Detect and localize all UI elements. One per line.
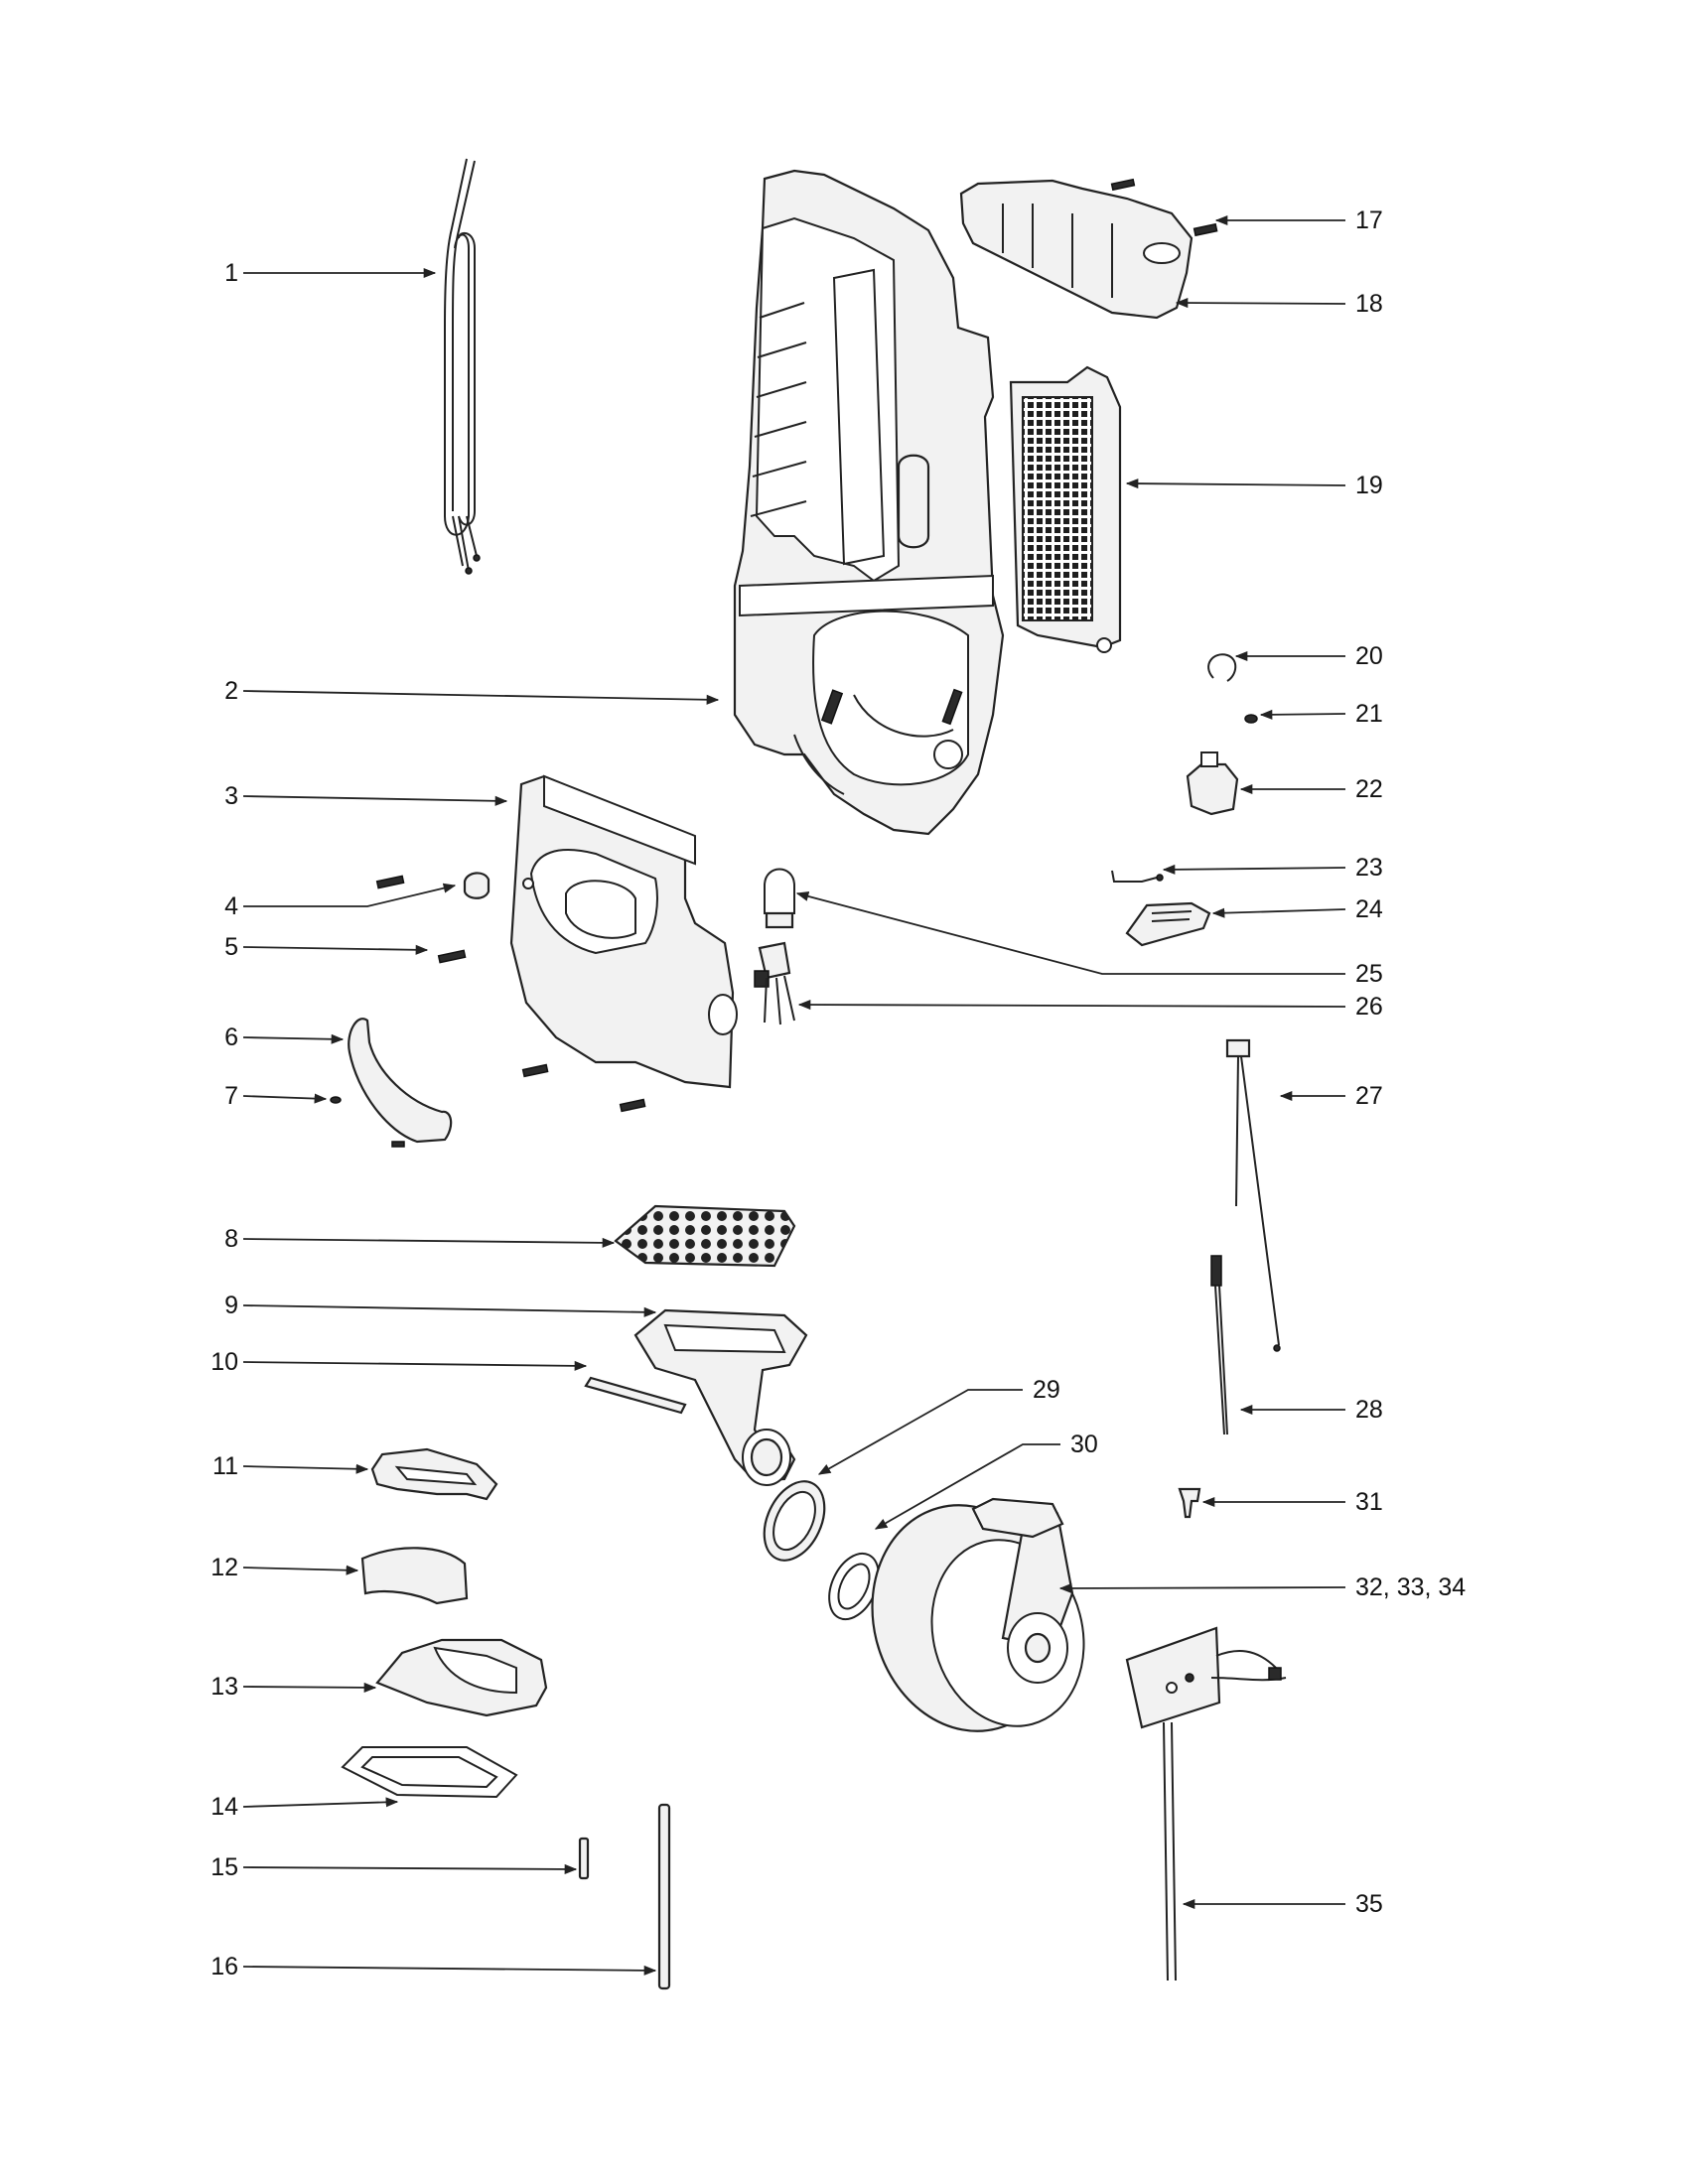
callout-10: 10 — [210, 1348, 588, 1376]
part-25-26-bulb-socket — [754, 868, 795, 1025]
callout-14-label: 14 — [210, 1793, 238, 1821]
part-2-main-housing — [733, 169, 1005, 836]
part-9-tray — [633, 1308, 808, 1486]
part-29-30-gaskets — [763, 1480, 880, 1621]
callout-13-label: 13 — [210, 1673, 238, 1701]
callout-29: 29 — [817, 1376, 1060, 1475]
callout-20-label: 20 — [1355, 642, 1383, 670]
callout-24-label: 24 — [1355, 895, 1383, 923]
callout-20: 20 — [1234, 642, 1383, 670]
callout-26: 26 — [797, 993, 1383, 1021]
callout-6: 6 — [224, 1024, 345, 1051]
callout-1-label: 1 — [224, 259, 238, 287]
callout-13: 13 — [210, 1673, 377, 1701]
callout-10-label: 10 — [210, 1348, 238, 1376]
callout-labels: 1 2 3 4 5 6 7 8 9 10 11 12 13 14 15 16 1… — [210, 206, 1466, 1980]
callout-16: 16 — [210, 1953, 657, 1980]
callout-15: 15 — [210, 1853, 578, 1881]
part-3-side-cover — [509, 774, 738, 1089]
callout-35: 35 — [1182, 1890, 1383, 1918]
callout-2: 2 — [224, 677, 720, 705]
callout-32-33-34: 32, 33, 34 — [1058, 1573, 1466, 1601]
callout-9: 9 — [224, 1292, 657, 1319]
callout-23: 23 — [1162, 854, 1383, 882]
part-15-16-pins — [578, 1803, 671, 1990]
callout-16-label: 16 — [210, 1953, 238, 1980]
part-4-5-screws — [375, 872, 646, 1113]
callout-2-label: 2 — [224, 677, 238, 705]
callout-7: 7 — [224, 1082, 328, 1110]
callout-22: 22 — [1239, 775, 1383, 803]
part-8-screen — [614, 1204, 796, 1268]
callout-17: 17 — [1214, 206, 1383, 234]
part-31-plug — [1178, 1487, 1201, 1519]
callout-6-label: 6 — [224, 1024, 238, 1051]
callout-17-label: 17 — [1355, 206, 1383, 234]
callout-25-label: 25 — [1355, 960, 1383, 988]
part-11-pad — [370, 1447, 498, 1501]
part-14-gasket — [341, 1746, 518, 1799]
callout-19: 19 — [1125, 472, 1383, 499]
callout-24: 24 — [1211, 895, 1383, 923]
callout-11: 11 — [212, 1452, 369, 1480]
callout-27: 27 — [1279, 1082, 1383, 1110]
callout-35-label: 35 — [1355, 1890, 1383, 1918]
part-10-rod — [584, 1376, 687, 1415]
callout-3: 3 — [224, 782, 508, 810]
part-32-34-motor — [871, 1497, 1085, 1732]
callout-23-label: 23 — [1355, 854, 1383, 882]
callout-8-label: 8 — [224, 1225, 238, 1253]
callout-12: 12 — [210, 1554, 359, 1581]
callout-21: 21 — [1259, 700, 1383, 728]
part-20-22-small-parts — [1186, 653, 1258, 816]
callout-5: 5 — [224, 933, 429, 961]
callout-11-label: 11 — [212, 1452, 238, 1480]
callout-28: 28 — [1239, 1396, 1383, 1424]
part-6-7-bumper — [330, 1018, 453, 1148]
callout-7-label: 7 — [224, 1082, 238, 1110]
part-27-28-cords — [1210, 1038, 1281, 1435]
callout-32-33-34-label: 32, 33, 34 — [1355, 1573, 1466, 1601]
part-35-circuit-board — [1125, 1626, 1287, 1981]
callout-1: 1 — [224, 259, 437, 287]
part-1-wire-bundle — [444, 158, 481, 575]
callout-30: 30 — [874, 1431, 1098, 1530]
part-23-24-latch — [1111, 870, 1211, 947]
callout-29-label: 29 — [1033, 1376, 1060, 1404]
part-12-foam — [360, 1547, 469, 1605]
callout-18: 18 — [1175, 290, 1383, 318]
callout-28-label: 28 — [1355, 1396, 1383, 1424]
part-17-18-top-cover — [959, 178, 1218, 320]
callout-12-label: 12 — [210, 1554, 238, 1581]
callout-14: 14 — [210, 1793, 399, 1821]
callout-27-label: 27 — [1355, 1082, 1383, 1110]
part-drawings — [330, 158, 1287, 1990]
callout-4-label: 4 — [224, 892, 238, 920]
callout-4: 4 — [224, 883, 457, 920]
callout-15-label: 15 — [210, 1853, 238, 1881]
callout-5-label: 5 — [224, 933, 238, 961]
callout-25: 25 — [795, 891, 1383, 988]
callout-31: 31 — [1201, 1488, 1383, 1516]
part-19-filter — [1009, 365, 1122, 653]
callout-26-label: 26 — [1355, 993, 1383, 1021]
callout-8: 8 — [224, 1225, 616, 1253]
callout-30-label: 30 — [1070, 1431, 1098, 1458]
callout-31-label: 31 — [1355, 1488, 1383, 1516]
callout-18-label: 18 — [1355, 290, 1383, 318]
part-13-holder — [375, 1638, 548, 1717]
callout-21-label: 21 — [1355, 700, 1383, 728]
callout-3-label: 3 — [224, 782, 238, 810]
callout-19-label: 19 — [1355, 472, 1383, 499]
callout-9-label: 9 — [224, 1292, 238, 1319]
callout-22-label: 22 — [1355, 775, 1383, 803]
